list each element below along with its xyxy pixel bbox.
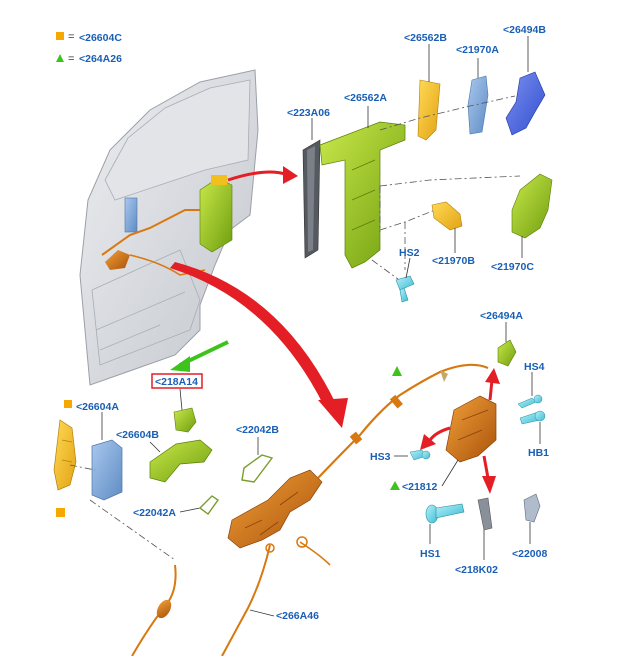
part-26604a-handle[interactable] (53, 419, 77, 491)
label-26494a[interactable]: <26494A (480, 310, 523, 322)
red-arrow-icon (420, 434, 436, 450)
label-266a46[interactable]: <266A46 (276, 610, 319, 622)
part-21970c[interactable] (511, 173, 553, 239)
part-22042b[interactable] (241, 454, 274, 483)
part-21970b[interactable] (431, 201, 463, 231)
label-26494b[interactable]: <26494B (503, 24, 546, 36)
label-22042a[interactable]: <22042A (133, 507, 176, 519)
label-21970b[interactable]: <21970B (432, 255, 475, 267)
highlight-box-218a14 (151, 373, 203, 389)
triangle-marker-icon (390, 481, 400, 490)
part-26604b[interactable] (149, 439, 213, 483)
label-21812[interactable]: <21812 (402, 481, 437, 493)
label-hb1[interactable]: HB1 (528, 447, 549, 459)
part-223a06-seal[interactable] (302, 139, 321, 259)
part-hs3-screw[interactable] (409, 449, 431, 461)
label-26562b[interactable]: <26562B (404, 32, 447, 44)
label-hs3[interactable]: HS3 (370, 451, 391, 463)
sliding-door-illustration (79, 69, 259, 386)
label-218a14[interactable]: <218A14 (155, 376, 198, 388)
part-26494a[interactable] (497, 339, 517, 367)
part-26562b[interactable] (417, 79, 441, 141)
legend-eq: = (68, 53, 74, 65)
red-arrow-icon (488, 379, 494, 401)
part-22042a[interactable] (198, 495, 219, 515)
legend-label-264a26[interactable]: <264A26 (79, 53, 122, 65)
label-hs2[interactable]: HS2 (399, 247, 420, 259)
cable-lower (131, 536, 331, 656)
red-arrow-icon (227, 166, 298, 184)
label-21970a[interactable]: <21970A (456, 44, 499, 56)
part-26494b[interactable] (505, 71, 546, 136)
legend: = <26604C = <264A26 (56, 31, 122, 65)
red-arrow-icon (482, 476, 496, 494)
label-26562a[interactable]: <26562A (344, 92, 387, 104)
label-22008[interactable]: <22008 (512, 548, 547, 560)
part-hb1-bolt[interactable] (519, 410, 546, 425)
part-hs4-screw[interactable] (517, 394, 543, 409)
part-218k02[interactable] (477, 497, 493, 531)
part-21812-latch[interactable] (445, 395, 497, 463)
label-26604a[interactable]: <26604A (76, 401, 119, 413)
label-22042b[interactable]: <22042B (236, 424, 279, 436)
part-26604a-bracket[interactable] (91, 439, 123, 501)
part-218a14[interactable] (173, 407, 197, 433)
part-22008[interactable] (523, 493, 541, 523)
green-arrow-icon (170, 340, 229, 372)
part-handle-mechanism[interactable] (227, 469, 323, 549)
legend-label-26604c[interactable]: <26604C (79, 32, 122, 44)
part-hs2-screw[interactable] (395, 275, 415, 303)
part-26562a-bracket[interactable] (319, 121, 406, 269)
part-21970a[interactable] (467, 75, 489, 135)
label-hs4[interactable]: HS4 (524, 361, 545, 373)
square-marker-icon (56, 508, 65, 517)
red-arrow-icon (428, 426, 451, 441)
red-arrow-icon (482, 455, 490, 479)
label-218k02[interactable]: <218K02 (455, 564, 498, 576)
square-marker-icon (56, 32, 64, 40)
label-223a06[interactable]: <223A06 (287, 107, 330, 119)
legend-eq: = (68, 31, 74, 43)
red-arrow-icon (170, 262, 348, 428)
part-hs1-bolt[interactable] (425, 503, 465, 524)
label-26604b[interactable]: <26604B (116, 429, 159, 441)
cable-upper (317, 363, 489, 479)
square-marker-icon (64, 400, 72, 408)
triangle-marker-icon (56, 54, 64, 62)
red-arrow-icon (485, 368, 500, 384)
label-21970c[interactable]: <21970C (491, 261, 534, 273)
label-hs1[interactable]: HS1 (420, 548, 441, 560)
triangle-marker-icon (392, 366, 402, 376)
